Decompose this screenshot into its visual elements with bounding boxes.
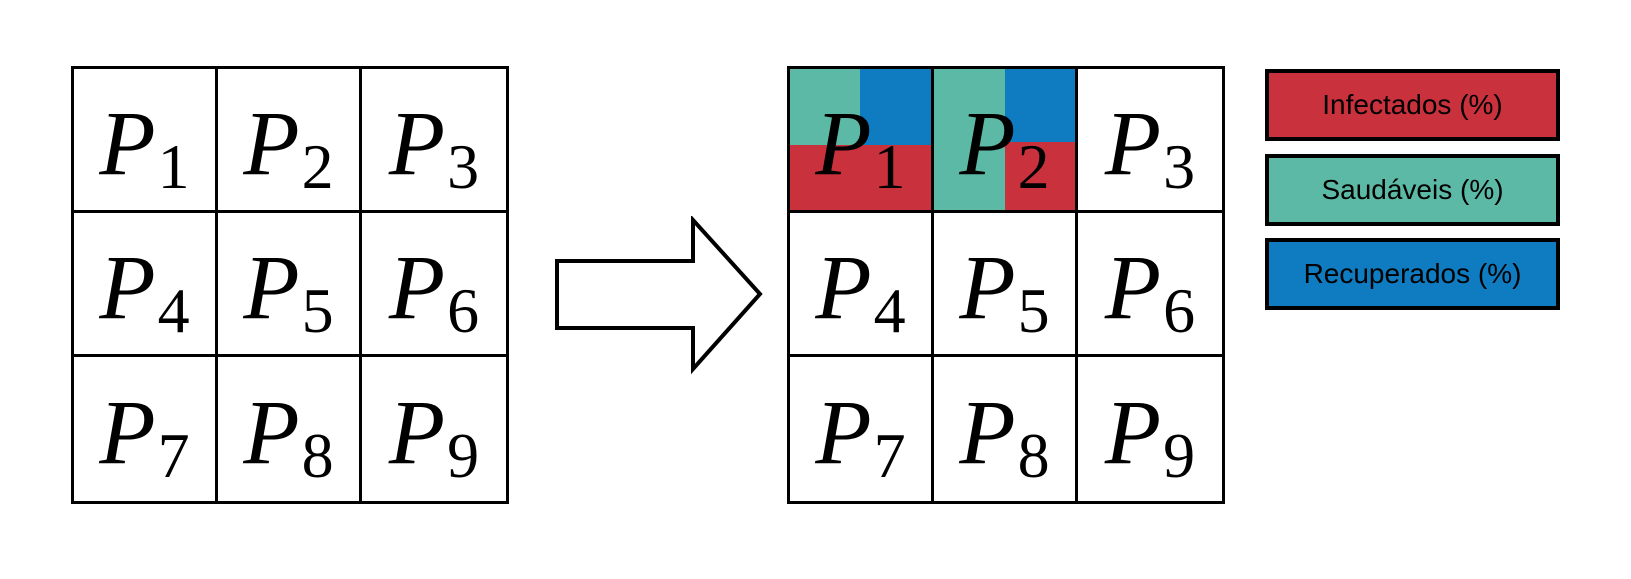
- cell-index: 1: [157, 130, 190, 202]
- cell-symbol: P: [243, 91, 300, 194]
- cell-symbol: P: [959, 381, 1016, 483]
- cell-symbol: P: [1104, 235, 1162, 338]
- cell-symbol: P: [99, 91, 156, 194]
- cell-index: 5: [1017, 274, 1050, 346]
- cell-symbol: P: [959, 91, 1016, 194]
- infected-fill: [790, 145, 931, 210]
- cell-index: 4: [157, 274, 190, 346]
- cell-index: 5: [301, 274, 334, 346]
- cell-symbol: P: [99, 381, 156, 483]
- cell-symbol: P: [388, 91, 446, 194]
- healthy-fill: [934, 69, 1005, 210]
- recovered-fill: [860, 69, 931, 145]
- cell-index: 9: [1163, 420, 1196, 491]
- legend-recovered: Recuperados (%): [1265, 238, 1560, 310]
- healthy-fill: [790, 69, 860, 145]
- cell-symbol: P: [243, 235, 300, 338]
- cell-symbol: P: [815, 235, 872, 338]
- cell-symbol: P: [388, 381, 446, 483]
- recovered-fill: [1005, 69, 1075, 142]
- cell-symbol: P: [243, 381, 300, 483]
- cell-index: 3: [1163, 130, 1196, 202]
- cell-index: 7: [873, 420, 906, 491]
- cell-index: 8: [301, 420, 334, 491]
- cell-index: 3: [447, 130, 480, 202]
- cell-symbol: P: [1104, 381, 1162, 483]
- legend-infected: Infectados (%): [1265, 69, 1560, 141]
- infected-fill: [1005, 142, 1075, 210]
- cell-index: 6: [447, 274, 480, 346]
- cell-index: 6: [1163, 274, 1196, 346]
- cell-index: 7: [157, 420, 190, 491]
- right-arrow-icon: [555, 216, 763, 375]
- cell-index: 8: [1017, 420, 1050, 491]
- cell-symbol: P: [99, 235, 156, 338]
- cell-symbol: P: [815, 91, 872, 194]
- cell-index: 2: [1017, 130, 1050, 202]
- legend-healthy: Saudáveis (%): [1265, 154, 1560, 226]
- cell-symbol: P: [388, 235, 446, 338]
- cell-index: 2: [301, 130, 334, 202]
- cell-symbol: P: [959, 235, 1016, 338]
- cell-symbol: P: [1104, 91, 1162, 194]
- cell-symbol: P: [815, 381, 872, 483]
- cell-index: 9: [447, 420, 480, 491]
- cell-index: 4: [873, 274, 906, 346]
- cell-index: 1: [873, 130, 906, 202]
